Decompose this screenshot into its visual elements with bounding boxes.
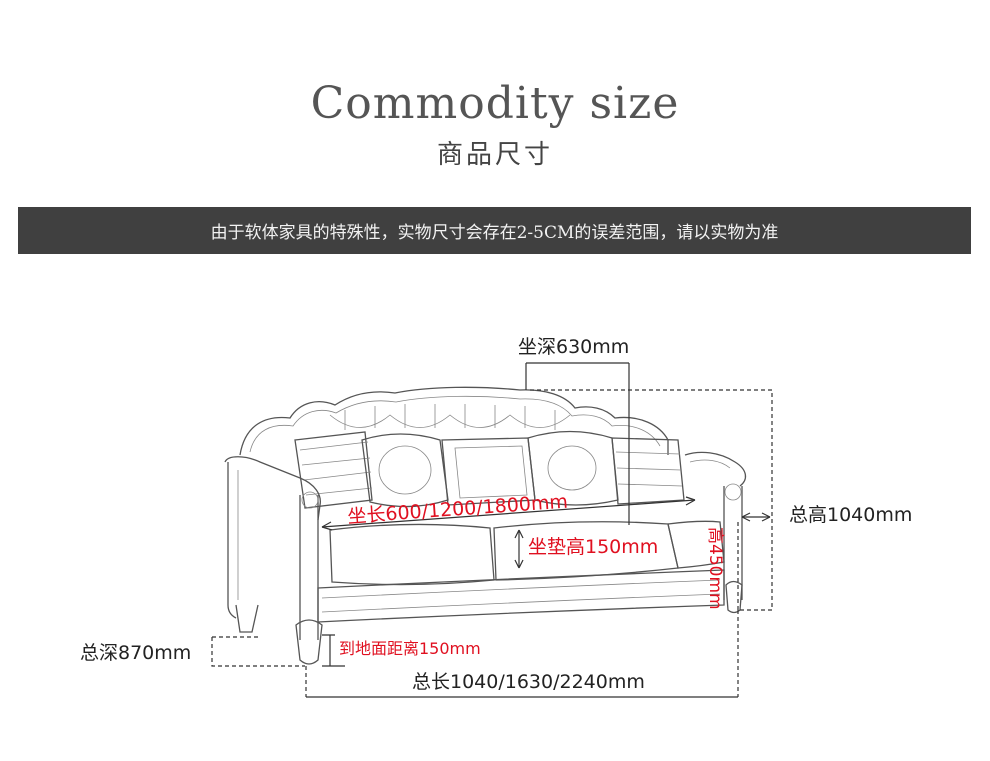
label-total-length: 总长1040/1630/2240mm bbox=[412, 671, 645, 693]
back-tufting bbox=[329, 404, 571, 430]
label-seat-length: 坐长600/1200/1800mm bbox=[347, 491, 569, 528]
notice-bar: 由于软体家具的特殊性，实物尺寸会存在2-5CM的误差范围，请以实物为准 bbox=[18, 207, 971, 254]
dimension-lines bbox=[211, 362, 773, 698]
notice-text: 由于软体家具的特殊性，实物尺寸会存在2-5CM的误差范围，请以实物为准 bbox=[210, 223, 779, 243]
label-total-depth: 总深870mm bbox=[80, 642, 191, 664]
sofa-sketch bbox=[224, 386, 747, 665]
label-seat-height: 高450mm bbox=[705, 527, 725, 610]
label-seat-depth: 坐深630mm bbox=[518, 336, 629, 358]
label-ground-clearance: 到地面距离150mm bbox=[339, 639, 481, 658]
title-english: Commodity size bbox=[310, 78, 680, 129]
label-cushion-height: 坐垫高150mm bbox=[528, 536, 658, 558]
title-chinese: 商品尺寸 bbox=[436, 140, 553, 170]
label-total-height: 总高1040mm bbox=[789, 504, 912, 526]
